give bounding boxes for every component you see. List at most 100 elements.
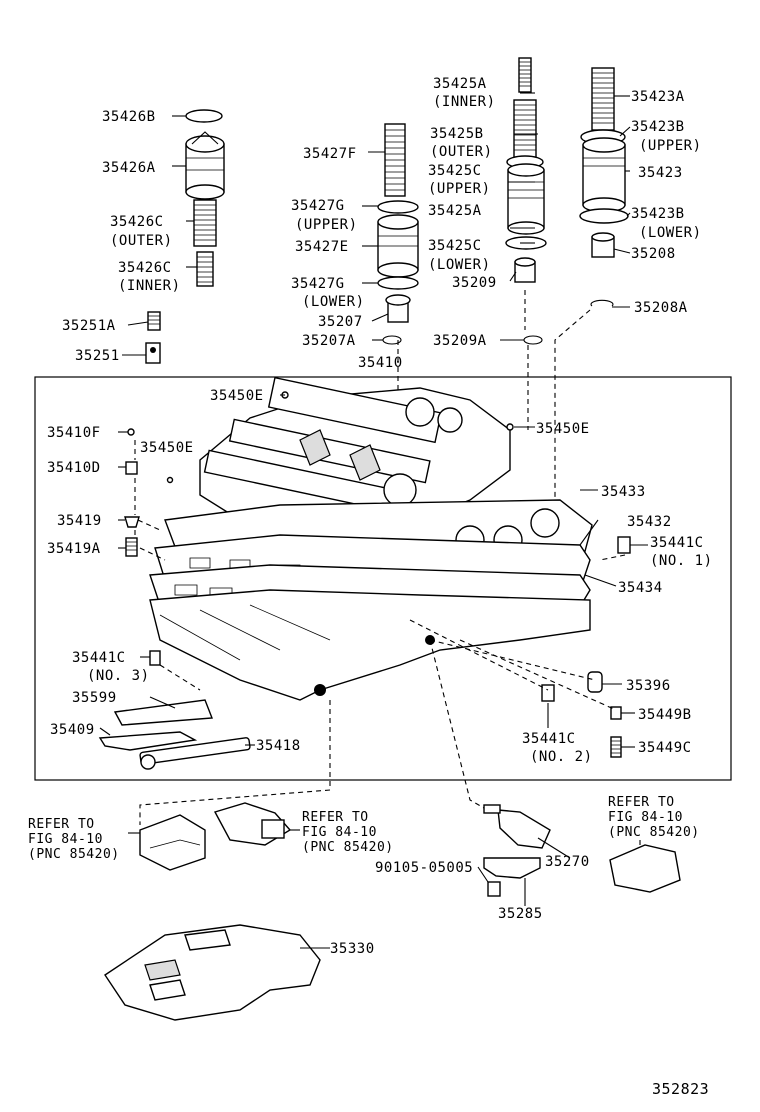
spring-35449C bbox=[610, 736, 622, 758]
piston-35425A bbox=[507, 163, 545, 235]
pin-35410F bbox=[127, 428, 135, 436]
label-refer1-a: REFER TO bbox=[28, 817, 95, 832]
plug-35441C-no1 bbox=[617, 536, 631, 554]
label-35330: 35330 bbox=[330, 941, 375, 957]
label-35207: 35207 bbox=[318, 314, 363, 330]
plug-35396 bbox=[587, 671, 603, 693]
label-35423B-lower: 35423B bbox=[631, 206, 685, 222]
label-90105-05005: 90105-05005 bbox=[375, 860, 473, 876]
lever-35409 bbox=[98, 731, 198, 751]
plug-35441C-no2 bbox=[541, 684, 555, 702]
label-35426A: 35426A bbox=[102, 160, 156, 176]
label-35209: 35209 bbox=[452, 275, 497, 291]
ring-35208A bbox=[590, 299, 614, 307]
leader-lines bbox=[99, 92, 648, 949]
solenoid-middle bbox=[213, 802, 292, 846]
label-35426C-inner-qual: (INNER) bbox=[118, 278, 181, 294]
label-35207A: 35207A bbox=[302, 333, 356, 349]
label-35425C-upper: 35425C bbox=[428, 163, 482, 179]
label-35270: 35270 bbox=[545, 854, 590, 870]
label-refer2-b: FIG 84-10 bbox=[302, 825, 377, 840]
label-refer3-c: (PNC 85420) bbox=[608, 825, 700, 840]
ball-35450E-left bbox=[166, 476, 174, 484]
label-35423B-lower-qual: (LOWER) bbox=[639, 225, 702, 241]
label-35441C-no2-qual: (NO. 2) bbox=[530, 749, 593, 765]
spring-35423A bbox=[591, 67, 615, 131]
label-35425A-inner-qual: (INNER) bbox=[433, 94, 496, 110]
strainer-35330 bbox=[104, 924, 321, 1021]
spring-35426C-outer bbox=[193, 199, 217, 247]
label-35425C-upper-qual: (UPPER) bbox=[428, 181, 491, 197]
label-refer2-a: REFER TO bbox=[302, 810, 369, 825]
ring-35427G-lower bbox=[377, 276, 419, 290]
dashed-guides bbox=[134, 290, 626, 825]
check-ball-35251 bbox=[145, 342, 161, 364]
solenoid-right bbox=[609, 844, 681, 893]
part-labels: 35425A (INNER) 35423A 35426B 35423B (UPP… bbox=[28, 76, 713, 1098]
label-35427F: 35427F bbox=[303, 146, 357, 162]
label-35426C-inner: 35426C bbox=[118, 260, 172, 276]
label-refer3-a: REFER TO bbox=[608, 795, 675, 810]
label-35427G-upper-qual: (UPPER) bbox=[295, 217, 358, 233]
label-35434: 35434 bbox=[618, 580, 663, 596]
label-35449C: 35449C bbox=[638, 740, 692, 756]
label-35425B-qual: (OUTER) bbox=[430, 144, 493, 160]
label-35419: 35419 bbox=[57, 513, 102, 529]
clip-35410D bbox=[125, 461, 138, 475]
plate-35599 bbox=[113, 699, 213, 726]
piston-35427E bbox=[377, 214, 419, 278]
bolt-90105 bbox=[487, 881, 501, 897]
label-35426C-outer-qual: (OUTER) bbox=[110, 233, 173, 249]
label-refer3-b: FIG 84-10 bbox=[608, 810, 683, 825]
label-35208: 35208 bbox=[631, 246, 676, 262]
solenoid-left bbox=[139, 814, 206, 871]
label-35396: 35396 bbox=[626, 678, 671, 694]
bracket-35285 bbox=[483, 857, 541, 879]
label-35425C-lower: 35425C bbox=[428, 238, 482, 254]
label-35425A: 35425A bbox=[428, 203, 482, 219]
spring-35425B-outer bbox=[513, 99, 537, 159]
ring-35427G-upper bbox=[377, 200, 419, 214]
label-35427G-lower: 35427G bbox=[291, 276, 345, 292]
label-35423A: 35423A bbox=[631, 89, 685, 105]
spring-35419A bbox=[125, 537, 138, 557]
piston-35426A bbox=[185, 131, 225, 200]
label-35441C-no1: 35441C bbox=[650, 535, 704, 551]
spring-35426C-inner bbox=[196, 251, 214, 287]
label-35441C-no3-qual: (NO. 3) bbox=[87, 668, 150, 684]
valve-35418 bbox=[139, 737, 251, 770]
label-35423: 35423 bbox=[638, 165, 683, 181]
label-35425A-inner: 35425A bbox=[433, 76, 487, 92]
label-35251A: 35251A bbox=[62, 318, 116, 334]
label-35441C-no1-qual: (NO. 1) bbox=[650, 553, 713, 569]
spring-35425A-inner bbox=[518, 57, 532, 93]
ring-35209A bbox=[523, 335, 543, 345]
label-35599: 35599 bbox=[72, 690, 117, 706]
label-35410: 35410 bbox=[358, 355, 403, 371]
label-refer1-b: FIG 84-10 bbox=[28, 832, 103, 847]
plug-35208 bbox=[591, 232, 615, 258]
label-35432: 35432 bbox=[627, 514, 672, 530]
valve-body-assembly-frame bbox=[34, 376, 732, 781]
label-35410F: 35410F bbox=[47, 425, 101, 441]
label-35209A: 35209A bbox=[433, 333, 487, 349]
label-35425B: 35425B bbox=[430, 126, 484, 142]
label-35441C-no3: 35441C bbox=[72, 650, 126, 666]
label-35427E: 35427E bbox=[295, 239, 349, 255]
spring-35427F bbox=[384, 123, 406, 197]
label-35441C-no2: 35441C bbox=[522, 731, 576, 747]
label-35426C-outer: 35426C bbox=[110, 214, 164, 230]
ring-35423B-lower bbox=[579, 208, 629, 224]
label-35423B-upper-qual: (UPPER) bbox=[639, 138, 702, 154]
label-35419A: 35419A bbox=[47, 541, 101, 557]
label-35423B-upper: 35423B bbox=[631, 119, 685, 135]
label-35427G-upper: 35427G bbox=[291, 198, 345, 214]
label-35426B: 35426B bbox=[102, 109, 156, 125]
plug-35207 bbox=[385, 294, 411, 323]
ball-35450E-right bbox=[506, 423, 514, 431]
label-35251: 35251 bbox=[75, 348, 120, 364]
spring-35251A bbox=[147, 311, 161, 331]
label-35418: 35418 bbox=[256, 738, 301, 754]
label-refer2-c: (PNC 85420) bbox=[302, 840, 394, 855]
